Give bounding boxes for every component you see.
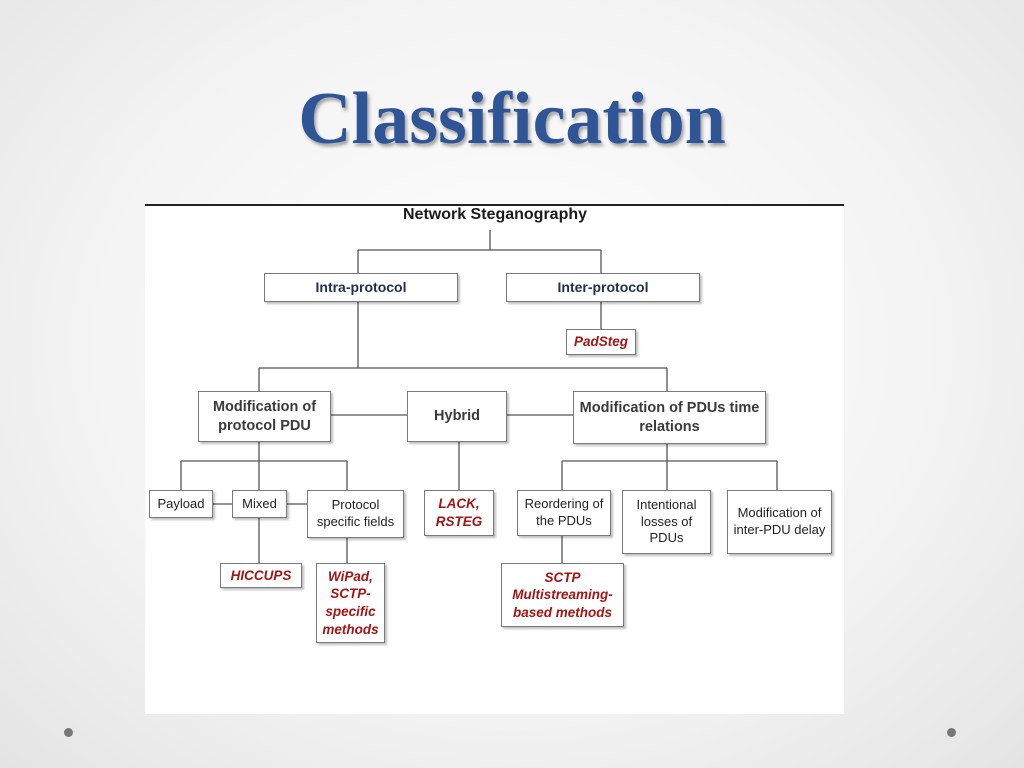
node-modification-protocol-pdu: Modification of protocol PDU (198, 391, 331, 442)
right-bullet-dot (947, 728, 956, 737)
node-protocol-specific-fields: Protocol specific fields (307, 490, 404, 538)
node-modification-pdus-time-relations: Modification of PDUs time relations (573, 391, 766, 444)
node-inter-pdu-delay: Modification of inter-PDU delay (727, 490, 832, 554)
node-lack-rsteg: LACK, RSTEG (424, 490, 494, 536)
node-intentional-losses: Intentional losses of PDUs (622, 490, 711, 554)
node-reordering-pdus: Reordering of the PDUs (517, 490, 611, 536)
node-hybrid: Hybrid (407, 391, 507, 442)
root-node-network-steganography: Network Steganography (402, 206, 588, 223)
node-intra-protocol: Intra-protocol (264, 273, 458, 302)
node-wipad-sctp: WiPad, SCTP-specific methods (316, 563, 385, 643)
diagram-panel: Network Steganography Intra-protocol Int… (145, 204, 844, 714)
node-inter-protocol: Inter-protocol (506, 273, 700, 302)
node-hiccups: HICCUPS (220, 563, 302, 588)
node-sctp-multistreaming: SCTP Multistreaming-based methods (501, 563, 624, 627)
connector-lines (180, 230, 778, 563)
slide-title: Classification (298, 78, 726, 160)
node-mixed: Mixed (232, 490, 287, 518)
left-bullet-dot (64, 728, 73, 737)
node-payload: Payload (149, 490, 213, 518)
node-padsteg: PadSteg (566, 329, 636, 355)
